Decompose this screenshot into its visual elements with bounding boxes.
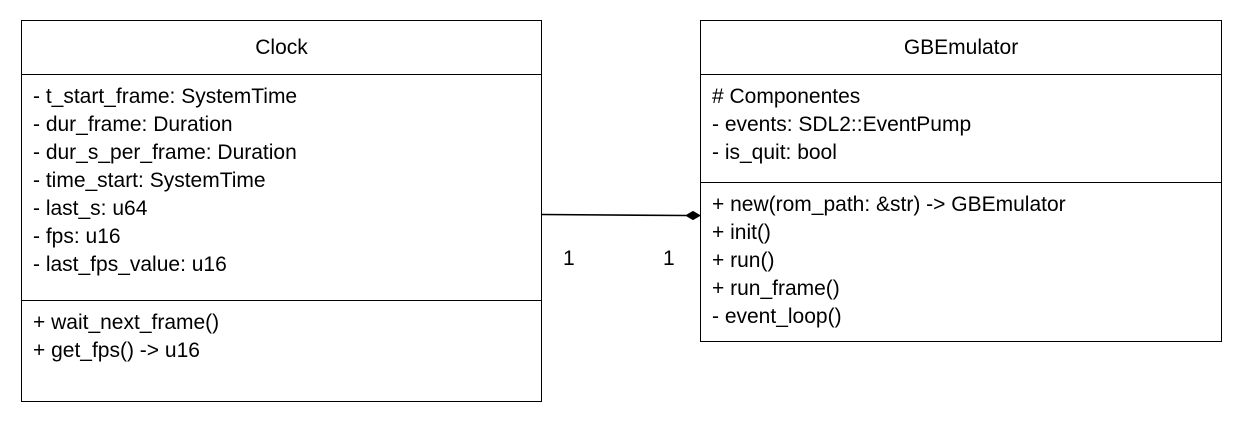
composition-diamond-icon: [684, 210, 702, 221]
method: + run(): [712, 249, 775, 272]
attribute: - last_s: u64: [33, 197, 148, 220]
class-clock: Clock - t_start_frame: SystemTime - dur_…: [21, 20, 542, 402]
attribute: - time_start: SystemTime: [33, 169, 266, 192]
method: + init(): [712, 221, 771, 244]
association-line: [541, 213, 687, 217]
class-name: Clock: [22, 21, 541, 75]
multiplicity-label: 1: [663, 247, 675, 270]
method: - event_loop(): [712, 305, 842, 328]
method: + wait_next_frame(): [33, 311, 220, 334]
attributes-section: - t_start_frame: SystemTime - dur_frame:…: [22, 75, 541, 301]
method: + run_frame(): [712, 277, 840, 300]
attribute: - events: SDL2::EventPump: [712, 113, 972, 136]
attribute: - fps: u16: [33, 225, 121, 248]
methods-section: + wait_next_frame() + get_fps() -> u16: [22, 301, 541, 365]
class-name: GBEmulator: [701, 21, 1221, 75]
attribute: - t_start_frame: SystemTime: [33, 85, 298, 108]
attribute: # Componentes: [712, 85, 861, 108]
attributes-section: # Componentes - events: SDL2::EventPump …: [701, 75, 1221, 183]
attribute: - last_fps_value: u16: [33, 253, 227, 276]
multiplicity-label: 1: [563, 247, 575, 270]
class-gbemulator: GBEmulator # Componentes - events: SDL2:…: [700, 20, 1222, 342]
attribute: - dur_frame: Duration: [33, 113, 233, 136]
attribute: - dur_s_per_frame: Duration: [33, 141, 297, 164]
methods-section: + new(rom_path: &str) -> GBEmulator + in…: [701, 183, 1221, 331]
method: + new(rom_path: &str) -> GBEmulator: [712, 193, 1066, 216]
attribute: - is_quit: bool: [712, 141, 837, 164]
method: + get_fps() -> u16: [33, 339, 200, 362]
